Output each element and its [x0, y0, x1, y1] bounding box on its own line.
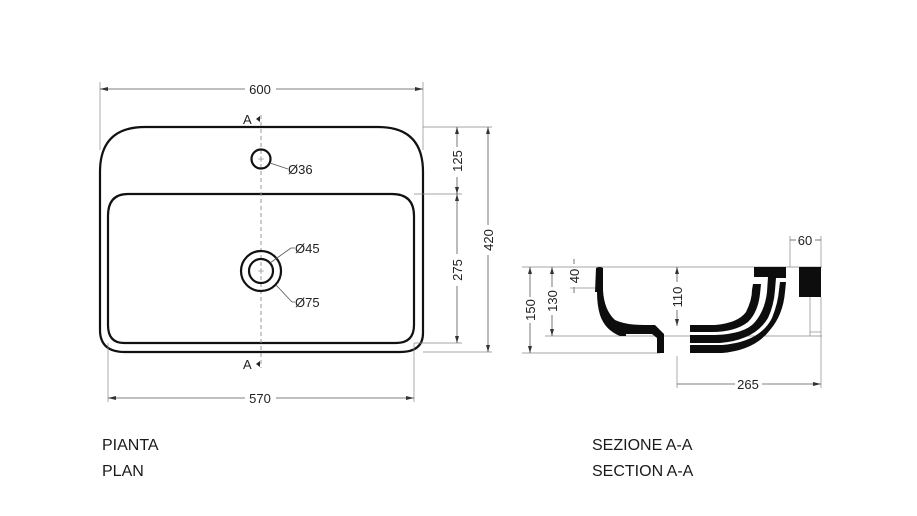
plan-title-it: PIANTA [102, 437, 159, 454]
plan-title: PIANTA PLAN [102, 433, 159, 485]
dim-half-length: 265 [737, 377, 759, 392]
section-title: SEZIONE A-A SECTION A-A [592, 433, 693, 485]
plan-view: 600 A A Ø36 Ø45 Ø75 [98, 82, 496, 406]
bowl-inner-outline [106, 192, 416, 345]
tap-hole-diameter: Ø36 [288, 162, 313, 177]
dim-total-height: 150 [523, 299, 538, 321]
basin-outer-outline [98, 125, 425, 354]
section-marker-top: A [243, 112, 252, 127]
tap-hole [250, 148, 272, 170]
right-wall-inner [690, 284, 761, 332]
dim-rim-width: 60 [798, 233, 812, 248]
dim-rim-thickness: 40 [567, 269, 582, 283]
left-wall-profile [595, 267, 664, 353]
section-title-en: SECTION A-A [592, 463, 694, 480]
dim-bowl-depth-section: 110 [670, 287, 685, 308]
section-view: 150 130 40 110 60 [522, 233, 822, 392]
plan-title-en: PLAN [102, 463, 144, 480]
dim-bowl-width: 570 [249, 391, 271, 406]
dim-overall-depth: 420 [481, 229, 496, 251]
drain-outer [239, 249, 283, 293]
dim-bowl-depth: 275 [450, 259, 465, 281]
drain-outer-diameter: Ø75 [295, 295, 320, 310]
rim-block [799, 267, 821, 297]
drain-inner-diameter: Ø45 [295, 241, 320, 256]
section-marker-bottom: A [243, 357, 252, 372]
right-wall-outer [690, 267, 786, 343]
drain-inner [247, 257, 275, 285]
dim-overall-width: 600 [249, 82, 271, 97]
dim-deck-depth: 125 [450, 150, 465, 172]
dim-bowl-height: 130 [545, 290, 560, 312]
section-title-it: SEZIONE A-A [592, 437, 693, 454]
